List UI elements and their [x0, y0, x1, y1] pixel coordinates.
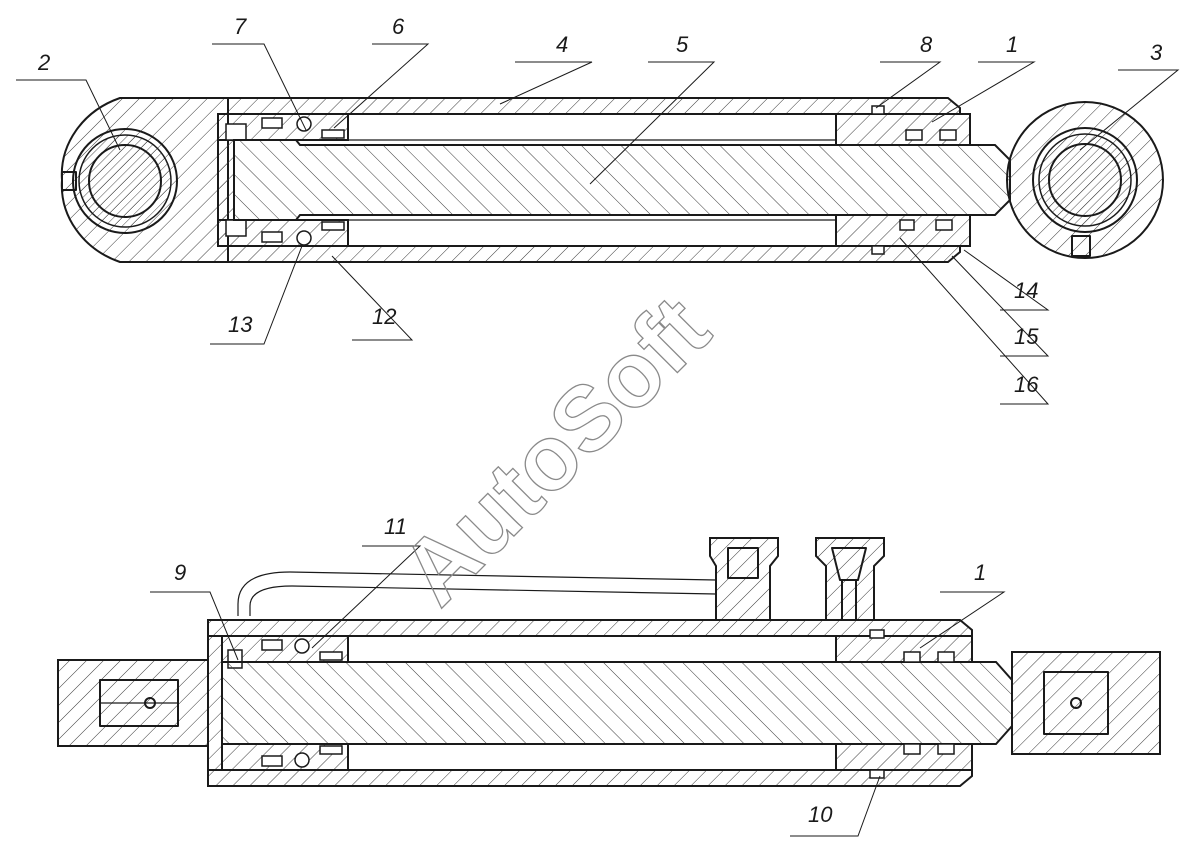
piston-seal-1: [261, 117, 283, 129]
front-fitting-bore: [1043, 671, 1109, 735]
piston-bolt-bottom: [225, 219, 247, 237]
callout-12: 12: [372, 304, 396, 329]
callout-10: 10: [808, 802, 833, 827]
oil-tube: [237, 571, 717, 616]
callout-16: 16: [1014, 372, 1039, 397]
gland-seal-t2: [905, 129, 923, 141]
callout-1-top: 1: [1006, 32, 1018, 57]
callout-3: 3: [1150, 40, 1163, 65]
tube-top-wall-b: [207, 619, 973, 637]
gland-seal-t1: [871, 105, 885, 115]
piston-ring-bottom: [321, 221, 345, 231]
front-fitting: [1011, 651, 1161, 755]
callout-8: 8: [920, 32, 933, 57]
callout-labels: 2 7 6 4 5 8 1 3 13 12 14 15 16 9 11 1 10: [37, 14, 1163, 827]
callout-5: 5: [676, 32, 689, 57]
callout-15: 15: [1014, 324, 1039, 349]
cylinder-tube-top-wall: [227, 97, 961, 115]
callout-6: 6: [392, 14, 405, 39]
bottom-section-view: [57, 537, 1161, 787]
rear-eye-bore: [72, 128, 178, 234]
front-bushing: [1038, 133, 1132, 227]
callout-14: 14: [1014, 278, 1038, 303]
piston-ring-top: [321, 129, 345, 139]
tube-bottom-wall-b: [207, 769, 973, 787]
callout-2: 2: [37, 50, 50, 75]
piston-rod-b: [221, 661, 1013, 745]
piston-oring-top: [296, 116, 312, 132]
leader-lines: [16, 43, 1180, 837]
callout-9: 9: [174, 560, 186, 585]
front-eye-bore: [1032, 127, 1138, 233]
gland-seal-b3: [935, 219, 953, 231]
callout-13: 13: [228, 312, 253, 337]
callout-1-bottom: 1: [974, 560, 986, 585]
front-bushing-inner: [1048, 143, 1122, 217]
top-section-view: [60, 97, 1164, 263]
callout-7: 7: [234, 14, 247, 39]
piston-nut: [217, 139, 235, 221]
rear-bushing-inner: [88, 144, 162, 218]
piston-oring-bottom: [296, 230, 312, 246]
callout-4: 4: [556, 32, 568, 57]
piston-seal-2: [261, 231, 283, 243]
cylinder-tube-bottom-wall: [227, 245, 961, 263]
watermark: AutoSoft: [382, 277, 729, 624]
rear-bushing: [78, 134, 172, 228]
rear-cap-b: [207, 635, 223, 771]
gland-seal-t3: [939, 129, 957, 141]
gland-seal-b1: [871, 245, 885, 255]
gland-seal-b2: [899, 219, 915, 231]
front-grease-port: [1071, 235, 1091, 257]
callout-11: 11: [384, 514, 407, 539]
rear-grease-port: [61, 171, 77, 191]
piston-bolt-top: [225, 123, 247, 141]
